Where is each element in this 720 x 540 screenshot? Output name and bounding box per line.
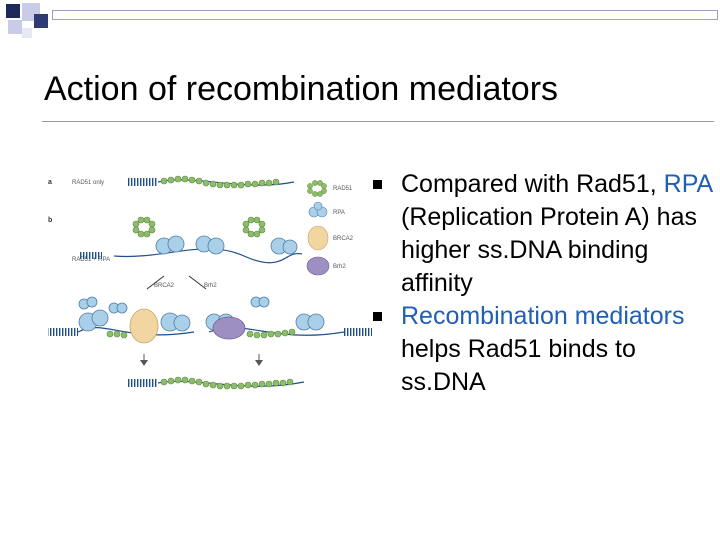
rad51-ring xyxy=(132,216,156,238)
square-bullet-icon xyxy=(373,180,382,189)
corner-decoration xyxy=(0,0,720,40)
brh2-label: Brh2 xyxy=(204,283,217,289)
panel-b-label: b xyxy=(48,217,52,224)
rad51-filament xyxy=(160,175,280,189)
brca2-label: BRCA2 xyxy=(154,283,175,289)
bullet-item: Compared with Rad51, RPA (Replication Pr… xyxy=(370,168,715,300)
rpa-proteins xyxy=(155,235,298,255)
brca2-arrow xyxy=(146,275,165,290)
panel-a-label: a xyxy=(48,179,52,186)
dsdna-segment xyxy=(128,178,158,186)
bullet-item: Recombination mediators helps Rad51 bind… xyxy=(370,300,715,399)
rad51-rpa-label: RAD51 + RPA xyxy=(72,257,110,263)
brh2-protein xyxy=(212,316,246,340)
mediators-term: Recombination mediators xyxy=(401,302,685,330)
svg-text:RPA: RPA xyxy=(333,210,345,216)
figure-legend: RAD51 RPA BRCA2 Brh2 xyxy=(306,180,354,276)
rpa-term: RPA xyxy=(663,170,712,198)
svg-text:BRCA2: BRCA2 xyxy=(333,236,354,242)
square-bullet-icon xyxy=(373,312,382,321)
slide-title: Action of recombination mediators xyxy=(44,70,559,108)
recombination-figure: a RAD51 only b RAD51 + RPA BRCA2 Brh2 xyxy=(44,168,374,410)
brh2-arrow xyxy=(188,275,207,290)
rad51-only-label: RAD51 only xyxy=(72,180,104,186)
rad51-ring-2 xyxy=(242,216,266,238)
svg-text:Brh2: Brh2 xyxy=(333,264,346,270)
title-divider xyxy=(42,121,714,122)
bullet-list: Compared with Rad51, RPA (Replication Pr… xyxy=(370,168,715,399)
brca2-protein xyxy=(129,308,159,344)
svg-text:RAD51: RAD51 xyxy=(333,186,353,192)
